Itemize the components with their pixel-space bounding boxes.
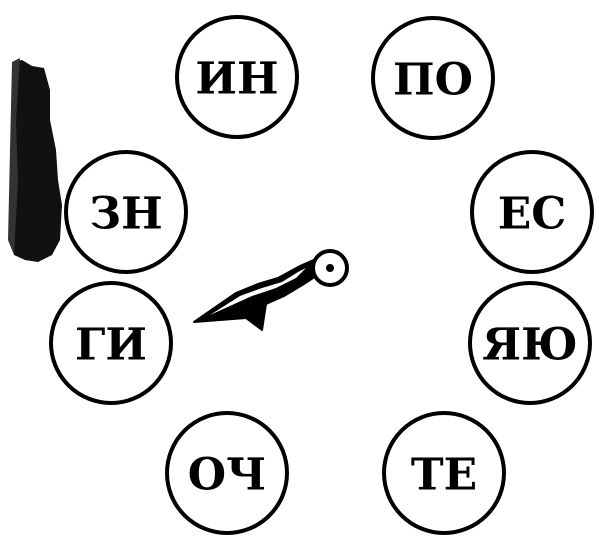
syllable-zn: ЗН [89,189,162,240]
clock-hand-arrow [193,249,349,331]
circle-te [382,411,506,535]
scan-shadow-edge [8,58,20,255]
pivot-dot [326,264,334,272]
circle-och [165,411,289,535]
circle-in [175,15,299,139]
syllable-in: ИН [195,54,278,105]
syllable-och: ОЧ [188,450,267,501]
syllable-es: ЕС [498,189,567,240]
syllable-te: ТЕ [411,450,477,501]
circle-yau [468,281,592,405]
scan-shadow [12,60,62,262]
circle-po [371,16,495,140]
circle-gi [49,281,173,405]
syllable-po: ПО [393,55,473,106]
syllable-yau: ЯЮ [482,320,577,371]
syllable-gi: ГИ [75,320,147,371]
circle-zn [64,150,188,274]
circle-es [470,150,594,274]
arrow-highlight [210,268,306,315]
